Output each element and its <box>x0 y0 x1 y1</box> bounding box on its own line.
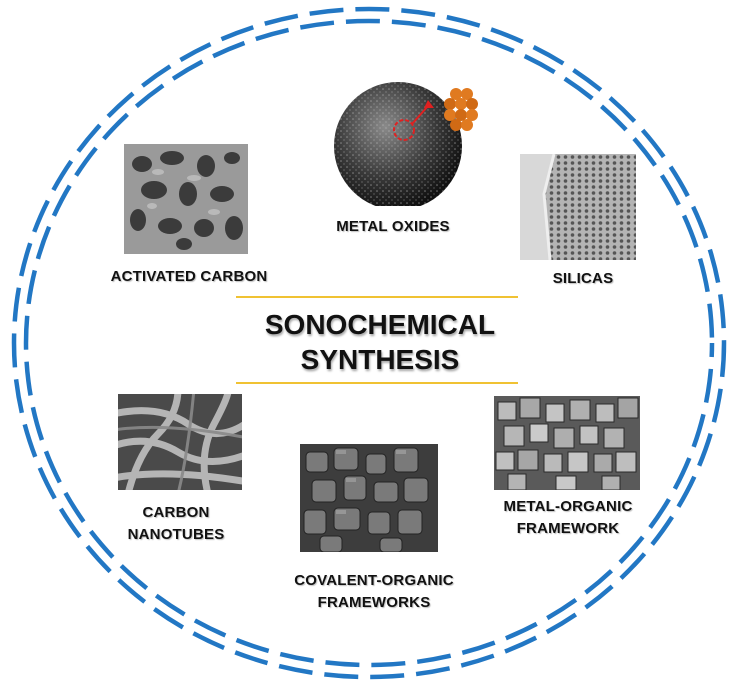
top-rule <box>236 296 518 298</box>
bottom-rule <box>236 382 518 384</box>
label-mof-line-2: FRAMEWORK <box>516 520 620 537</box>
mof-image <box>494 396 640 490</box>
silicas-image <box>520 154 636 260</box>
label-carbon-nanotubes: CARBON NANOTUBES <box>106 502 246 546</box>
cof-image <box>300 444 438 552</box>
label-carbon-nanotubes-line-1: CARBON <box>142 504 210 521</box>
title-line-1: SONOCHEMICAL <box>264 309 496 340</box>
label-activated-carbon: ACTIVATED CARBON <box>110 268 268 285</box>
label-silicas: SILICAS <box>552 270 614 287</box>
metal-oxides-image <box>316 76 496 206</box>
label-mof-line-1: METAL-ORGANIC <box>503 498 633 515</box>
title-line-2: SYNTHESIS <box>300 344 460 375</box>
highlight-circle <box>393 119 415 141</box>
nanoparticle-cluster-icon <box>444 88 478 131</box>
label-cof: COVALENT-ORGANIC FRAMEWORKS <box>262 570 486 614</box>
label-metal-oxides: METAL OXIDES <box>336 218 450 235</box>
activated-carbon-image <box>124 144 248 254</box>
carbon-nanotubes-image <box>118 394 242 490</box>
label-carbon-nanotubes-line-2: NANOTUBES <box>127 526 225 543</box>
outer-dashed-ring <box>11 6 727 680</box>
inner-dashed-ring <box>23 18 715 668</box>
label-cof-line-2: FRAMEWORKS <box>317 594 431 611</box>
label-cof-line-1: COVALENT-ORGANIC <box>294 572 454 589</box>
label-mof: METAL-ORGANIC FRAMEWORK <box>470 496 666 540</box>
